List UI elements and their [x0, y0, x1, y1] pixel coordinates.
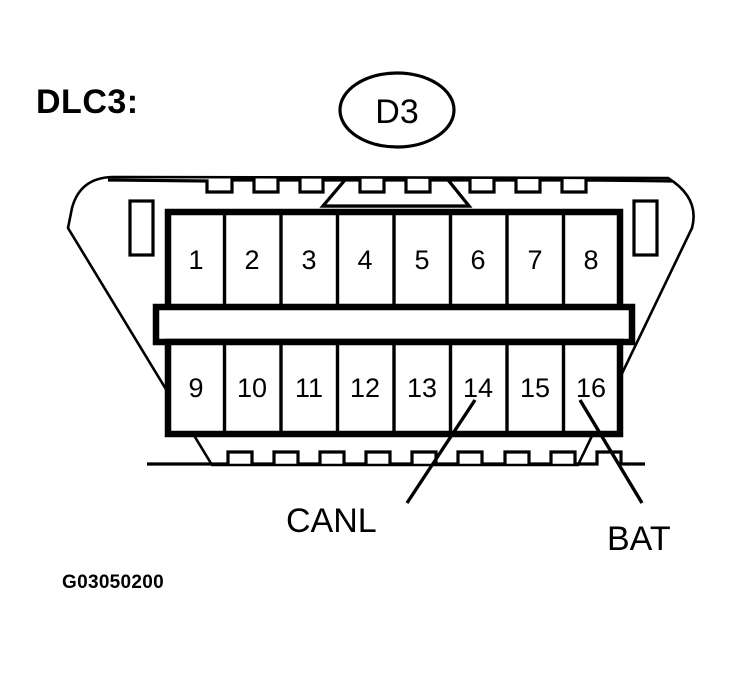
top-row-dividers: [222, 212, 566, 308]
pin-label-10: 10: [237, 373, 267, 403]
center-divider-bar: [152, 303, 636, 346]
keyway-teeth-path: [345, 178, 448, 194]
callout-reference-group: D3: [338, 71, 456, 149]
pin-label-14: 14: [463, 373, 493, 403]
bottom-pin-row: 9 10 11 12 13 14 15 16: [164, 338, 624, 438]
pin-label-7: 7: [527, 245, 542, 275]
top-castellated-edge: [107, 178, 673, 208]
bat-leader-line: [578, 399, 644, 504]
pin-label-8: 8: [583, 245, 598, 275]
callout-reference-label: D3: [375, 93, 418, 131]
bottom-edge-teeth-path: [147, 450, 645, 466]
pin-label-9: 9: [188, 373, 203, 403]
pin-label-2: 2: [244, 245, 259, 275]
pin-label-5: 5: [414, 245, 429, 275]
pin-label-15: 15: [520, 373, 550, 403]
left-locking-tab-icon: [128, 199, 155, 257]
pin-label-1: 1: [188, 245, 203, 275]
keyway-notch-icon: [319, 178, 473, 208]
top-pin-row: 1 2 3 4 5 6 7 8: [164, 208, 624, 312]
pin-label-16: 16: [576, 373, 606, 403]
bottom-castellated-edge: [147, 450, 645, 466]
bottom-row-dividers: [222, 342, 566, 434]
pin-label-12: 12: [350, 373, 380, 403]
canl-leader-line: [405, 399, 477, 504]
pin-label-6: 6: [470, 245, 485, 275]
pin-label-13: 13: [407, 373, 437, 403]
signal-label-canl: CANL: [286, 502, 377, 540]
figure-id-label: G03050200: [62, 572, 164, 593]
pin-label-4: 4: [357, 245, 372, 275]
pin-label-3: 3: [301, 245, 316, 275]
ellipse-callout-icon: [338, 71, 456, 149]
signal-label-bat: BAT: [607, 520, 671, 558]
signal-callouts: CANL BAT: [286, 399, 671, 558]
pin-label-11: 11: [295, 373, 323, 403]
right-locking-tab-icon: [632, 199, 659, 257]
page-title: DLC3:: [36, 83, 139, 121]
